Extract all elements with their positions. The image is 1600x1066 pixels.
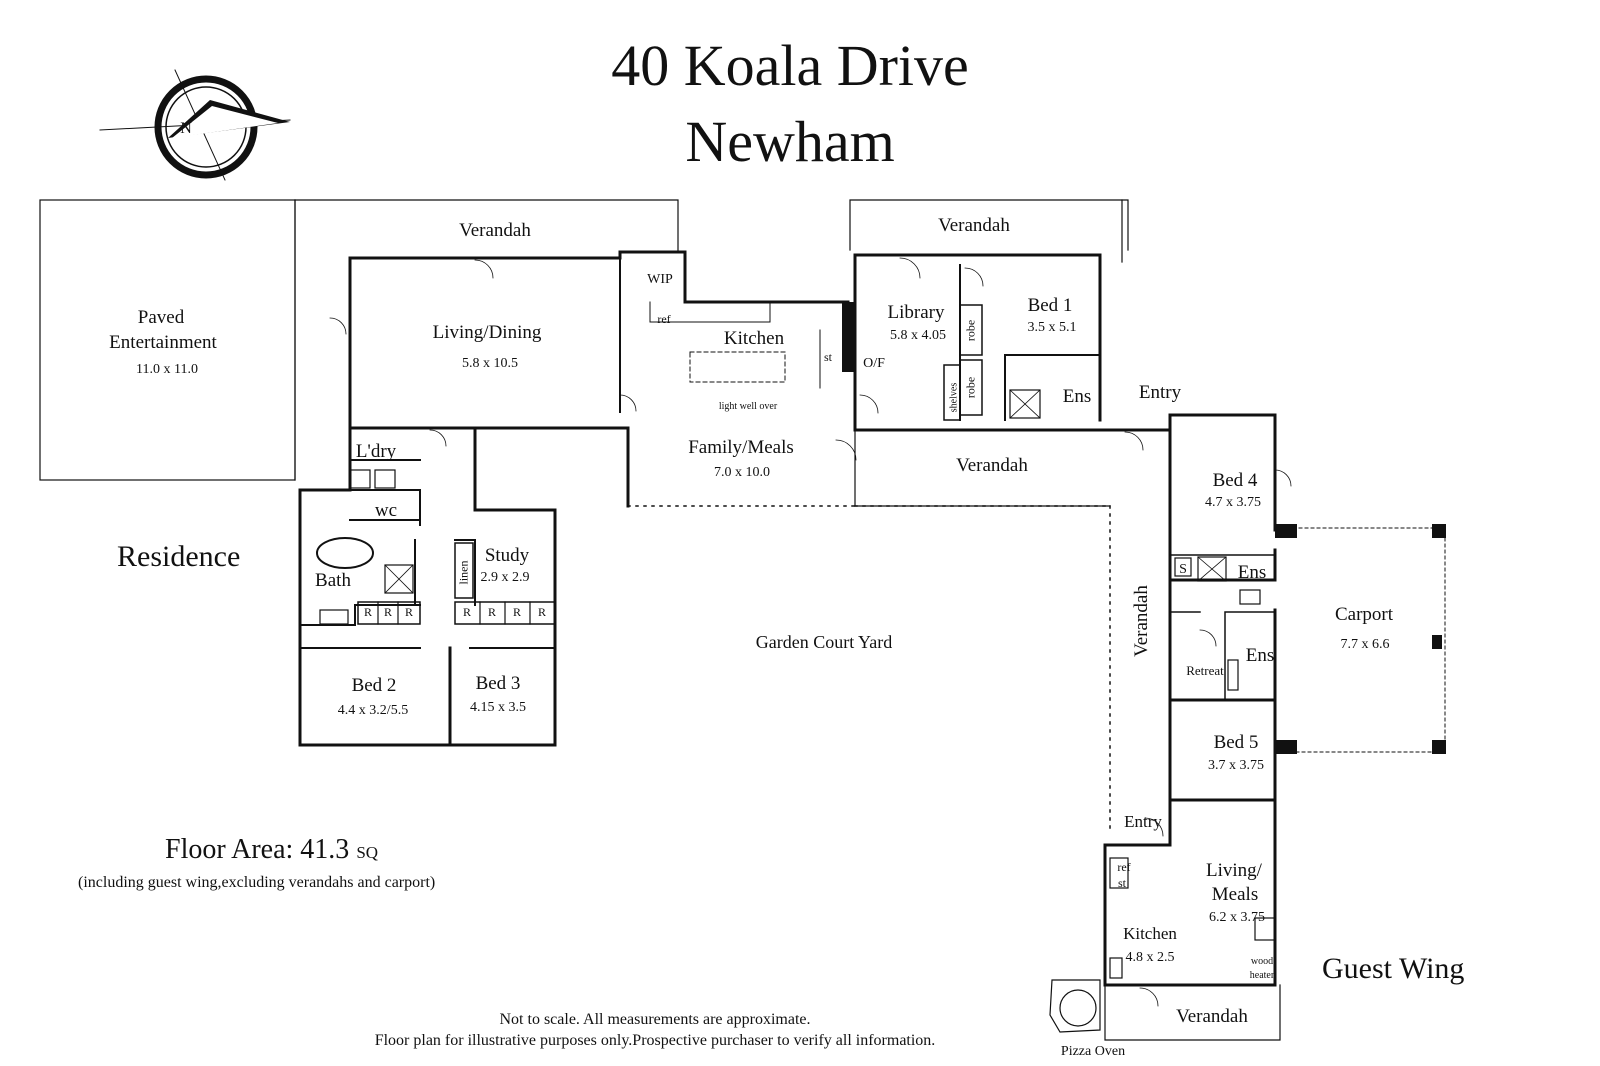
bed4-dim: 4.7 x 3.75 <box>1205 495 1261 510</box>
bath-label: Bath <box>315 570 351 591</box>
ref-label: ref <box>657 312 671 326</box>
disclaimer-line-1: Not to scale. All measurements are appro… <box>499 1011 811 1028</box>
of-label: O/F <box>863 356 885 371</box>
guest-st-label: st <box>1117 876 1127 890</box>
guest-living-label-1: Living/ <box>1206 860 1262 881</box>
library-label: Library <box>887 302 945 323</box>
wood-heater-label-1: wood <box>1250 956 1274 967</box>
carport-label: Carport <box>1334 604 1394 625</box>
robe-marker: R <box>487 605 497 619</box>
robe-marker: R <box>537 605 547 619</box>
bed1-dim: 3.5 x 5.1 <box>1027 320 1077 335</box>
retreat-label: Retreat <box>1186 663 1224 678</box>
bed4-label: Bed 4 <box>1212 470 1258 491</box>
floor-area-value: Floor Area: 41.3 <box>165 834 350 865</box>
floor-area-unit: SQ <box>356 843 379 862</box>
entry-main-label: Entry <box>1138 382 1182 403</box>
shelves-label: shelves <box>948 382 960 413</box>
robe-marker: R <box>462 605 472 619</box>
title-suburb: Newham <box>685 109 895 174</box>
ens1-label: Ens <box>1062 386 1092 407</box>
robe-label-1: robe <box>963 319 978 342</box>
verandah-west-label: Verandah <box>459 220 531 241</box>
guest-kitchen-dim: 4.8 x 2.5 <box>1125 950 1175 965</box>
title-address: 40 Koala Drive <box>611 33 969 98</box>
entry-guest-label: Entry <box>1124 812 1162 831</box>
study-dim: 2.9 x 2.9 <box>480 570 530 585</box>
robe-marker: R <box>404 605 414 619</box>
verandah-mid-label: Verandah <box>956 455 1028 476</box>
floor-area-note: (including guest wing,excluding verandah… <box>78 874 436 891</box>
kitchen-label: Kitchen <box>723 328 785 349</box>
floor-area-label: Floor Area: 41.3 SQ <box>165 834 378 866</box>
paved-entertainment-label-1: Paved <box>137 307 185 328</box>
carport-dim: 7.7 x 6.6 <box>1340 637 1390 652</box>
wip-label: WIP <box>647 272 673 287</box>
study-label: Study <box>484 545 530 566</box>
linen-label: linen <box>456 560 471 585</box>
ens4-label: Ens <box>1237 562 1267 583</box>
bed2-label: Bed 2 <box>351 675 397 696</box>
disclaimer-line-2: Floor plan for illustrative purposes onl… <box>374 1032 936 1049</box>
living-dining-dim: 5.8 x 10.5 <box>462 356 518 371</box>
guest-living-label-2: Meals <box>1211 884 1259 905</box>
zone-guest-wing-label: Guest Wing <box>1322 952 1465 985</box>
light-well-note: light well over <box>718 401 778 412</box>
bed5-dim: 3.7 x 3.75 <box>1208 758 1264 773</box>
compass-north-label: N <box>180 120 192 137</box>
wc-label: wc <box>374 500 398 521</box>
robe-marker: R <box>512 605 522 619</box>
compass-rose-icon <box>99 69 291 181</box>
verandah-north-label: Verandah <box>938 215 1010 236</box>
verandah-guest-south-label: Verandah <box>1176 1006 1248 1027</box>
bed3-label: Bed 3 <box>475 673 521 694</box>
family-meals-label: Family/Meals <box>688 437 794 458</box>
s-label: S <box>1179 562 1187 577</box>
guest-kitchen-label: Kitchen <box>1123 924 1177 943</box>
zone-residence-label: Residence <box>117 540 241 573</box>
pizza-oven-label: Pizza Oven <box>1060 1044 1126 1059</box>
guest-ref-label: ref <box>1117 860 1131 874</box>
verandah-guest-vertical-label: Verandah <box>1131 585 1152 657</box>
library-dim: 5.8 x 4.05 <box>890 328 946 343</box>
guest-living-dim: 6.2 x 3.75 <box>1209 910 1265 925</box>
living-dining-label: Living/Dining <box>432 322 542 343</box>
wood-heater-label-2: heater <box>1249 970 1275 981</box>
bed3-dim: 4.15 x 3.5 <box>470 700 526 715</box>
robe-marker: R <box>363 605 373 619</box>
paved-entertainment-dim: 11.0 x 11.0 <box>136 362 198 377</box>
paved-entertainment-label-2: Entertainment <box>109 332 217 353</box>
robe-marker: R <box>383 605 393 619</box>
ens-retreat-label: Ens <box>1245 645 1275 666</box>
pizza-oven-icon <box>1049 979 1101 1033</box>
bed5-label: Bed 5 <box>1213 732 1259 753</box>
bed1-label: Bed 1 <box>1027 295 1073 316</box>
family-meals-dim: 7.0 x 10.0 <box>714 465 770 480</box>
garden-courtyard-label: Garden Court Yard <box>755 632 893 652</box>
laundry-label: L'dry <box>355 441 397 462</box>
bed2-dim: 4.4 x 3.2/5.5 <box>337 703 409 718</box>
kitchen-st-label: st <box>823 350 833 364</box>
robe-label-2: robe <box>963 376 978 399</box>
